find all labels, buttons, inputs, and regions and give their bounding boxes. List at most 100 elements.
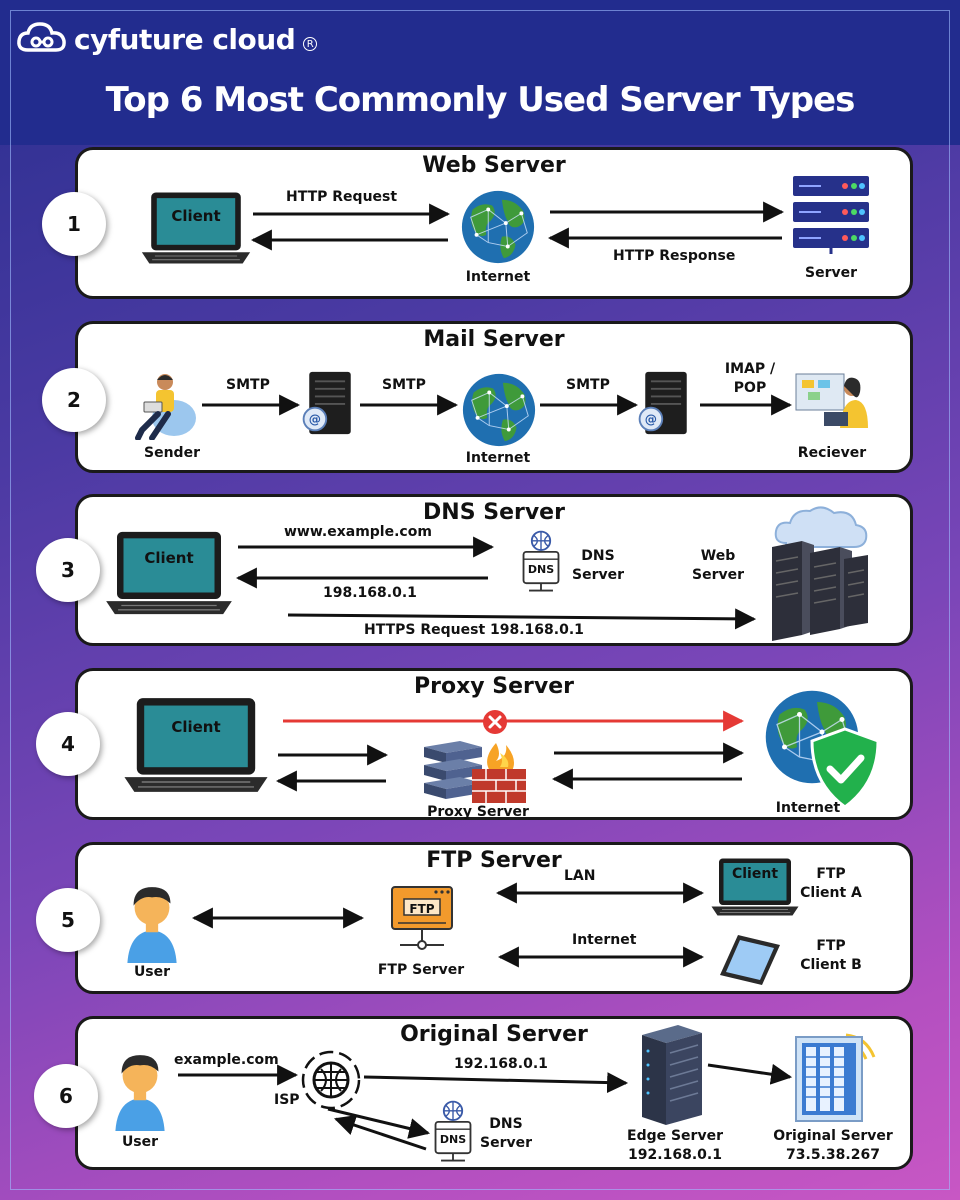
connector-arrows (178, 1063, 793, 1151)
dns-icon-text: DNS (527, 563, 555, 576)
card-dns-server: DNS Server Client www.example.com 198.16… (75, 494, 913, 646)
edge-server-icon (642, 1025, 702, 1125)
ip-label: 192.168.0.1 (454, 1056, 548, 1072)
step-number: 6 (34, 1064, 98, 1128)
block-icon (483, 710, 507, 734)
connector-arrows (191, 882, 705, 968)
ftp-icon-text: FTP (409, 902, 435, 916)
cloud-logo-icon (17, 22, 66, 52)
response-label: HTTP Response (613, 248, 736, 264)
dns-server-label: DNS Server (480, 1115, 532, 1153)
sender-label: Sender (144, 445, 200, 461)
shield-check-icon (810, 727, 880, 809)
edge-name: Edge Server (627, 1128, 723, 1144)
imap-label: IMAP / POP (720, 360, 780, 398)
user-label: User (133, 964, 171, 980)
edge-server-label: Edge Server 192.168.0.1 (618, 1127, 732, 1165)
person-icon (135, 374, 196, 440)
ftp-text: FTP (816, 938, 846, 954)
ftp-client-a-label: FTP Client A (796, 865, 866, 903)
client-label: Client (144, 549, 194, 567)
dns-icon (518, 529, 564, 595)
card-original-server: Original Server User example.com ISP 192… (75, 1016, 913, 1170)
phone-icon (720, 935, 780, 985)
connector-arrows (275, 710, 745, 792)
laptop-icon (104, 527, 234, 619)
smtp-label-1: SMTP (226, 377, 270, 393)
globe-icon (460, 371, 538, 449)
original-name: Original Server (773, 1128, 893, 1144)
card-ftp-server: FTP Server User FTP FTP Server LAN Inter… (75, 842, 913, 994)
brand-logo[interactable]: cyfuture cloud R (16, 20, 318, 58)
ftp-client-b-label: FTP Client B (796, 937, 866, 975)
user-label: User (121, 1134, 159, 1150)
connector-arrows (202, 394, 793, 416)
domain-label: example.com (174, 1052, 279, 1068)
receiver-label: Reciever (797, 445, 867, 461)
header-band (0, 0, 960, 145)
lan-label: LAN (564, 868, 596, 884)
firewall-icon (424, 741, 526, 803)
step-number: 1 (42, 192, 106, 256)
card-title: Original Server (400, 1022, 588, 1047)
person-icon (108, 1049, 172, 1131)
dns-text: DNS (581, 548, 615, 564)
internet-label: Internet (465, 450, 531, 466)
server-text: Server (692, 566, 745, 583)
person-icon (120, 881, 184, 963)
dns-text: DNS (489, 1116, 523, 1132)
pop-text: POP (733, 379, 767, 396)
original-ip: 73.5.38.267 (786, 1146, 880, 1163)
internet-label: Internet (465, 269, 531, 285)
dns-icon (430, 1099, 476, 1165)
imap-text: IMAP / (724, 361, 776, 377)
card-title: Mail Server (423, 327, 565, 352)
client-label: Client (731, 866, 779, 882)
brand-name: cyfuture cloud (74, 22, 296, 56)
globe-icon (459, 188, 537, 266)
domain-label: www.example.com (284, 524, 432, 540)
mail-server-icon (636, 370, 696, 436)
laptop-icon (140, 188, 252, 268)
client-b-text: Client B (800, 956, 862, 973)
original-server-label: Original Server 73.5.38.267 (768, 1127, 898, 1165)
card-title: FTP Server (426, 848, 562, 873)
step-number: 4 (36, 712, 100, 776)
client-label: Client (171, 207, 221, 225)
https-label: HTTPS Request 198.168.0.1 (364, 622, 584, 638)
ftp-server-label: FTP Server (377, 962, 465, 978)
step-number: 3 (36, 538, 100, 602)
card-mail-server: Mail Server Sender SMTP SMTP Internet SM… (75, 321, 913, 473)
card-title: Proxy Server (413, 674, 574, 699)
mail-server-icon (300, 370, 360, 436)
connector-arrows (235, 536, 757, 630)
internet-label: Internet (775, 800, 841, 816)
ip-label: 198.168.0.1 (323, 585, 417, 601)
server-rack-icon (791, 174, 871, 254)
dns-server-label: DNS Server (572, 547, 624, 585)
card-title: DNS Server (423, 500, 565, 525)
smtp-label-2: SMTP (382, 377, 426, 393)
client-label: Client (171, 718, 221, 736)
edge-ip: 192.168.0.1 (628, 1146, 722, 1163)
client-a-text: Client A (800, 884, 862, 901)
page-title: Top 6 Most Commonly Used Server Types (105, 80, 856, 120)
smtp-label-3: SMTP (566, 377, 610, 393)
connector-arrows (250, 201, 785, 251)
registered-mark: R (303, 37, 318, 51)
dns-icon-text: DNS (439, 1133, 467, 1146)
laptop-icon (122, 693, 270, 797)
card-web-server: Web Server Client HTTP Request Internet … (75, 147, 913, 299)
server-text: Server (480, 1134, 533, 1151)
request-label: HTTP Request (286, 189, 398, 205)
www-globe-icon (301, 1050, 361, 1110)
cloud-server-icon (772, 506, 868, 641)
original-server-icon (795, 1033, 876, 1122)
proxy-label: Proxy Server (427, 804, 529, 820)
person-icon (795, 373, 868, 428)
card-proxy-server: Proxy Server Client Proxy Server Interne… (75, 668, 913, 820)
isp-label: ISP (274, 1092, 300, 1108)
step-number: 5 (36, 888, 100, 952)
web-text: Web (700, 548, 736, 564)
ftp-monitor-icon (391, 886, 453, 950)
